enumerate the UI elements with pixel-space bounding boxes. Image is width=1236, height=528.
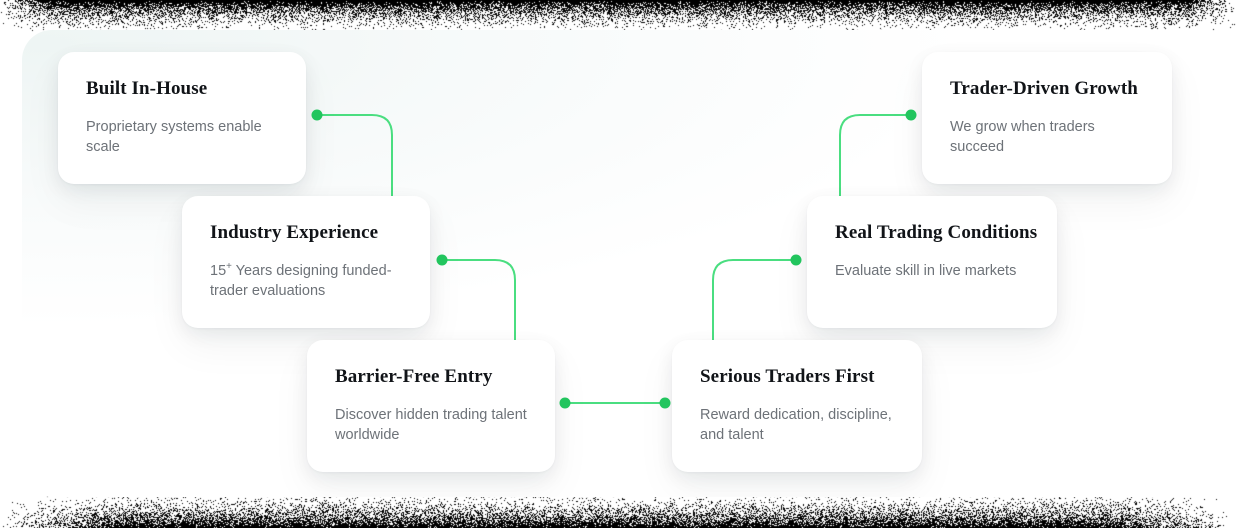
card-barrier-free-entry[interactable]: Barrier-Free Entry Discover hidden tradi… bbox=[307, 340, 555, 472]
connector-industry-experience-to-barrier-free-entry bbox=[441, 259, 516, 376]
years-plus-sign: + bbox=[226, 260, 232, 272]
card-title-trader-driven-growth: Trader-Driven Growth bbox=[950, 78, 1138, 99]
card-title-barrier-free-entry: Barrier-Free Entry bbox=[335, 366, 493, 387]
card-description-real-trading-conditions: Evaluate skill in live markets bbox=[835, 262, 1017, 279]
card-title-industry-experience: Industry Experience bbox=[210, 222, 379, 243]
card-title-real-trading-conditions: Real Trading Conditions bbox=[835, 222, 1038, 243]
card-description-industry-experience: 15+ Years designing funded-trader evalua… bbox=[210, 261, 402, 301]
connector-layer bbox=[316, 114, 912, 404]
card-industry-experience[interactable]: Industry Experience 15+ Years designing … bbox=[182, 196, 430, 328]
card-serious-traders-first[interactable]: Serious Traders First Reward dedication,… bbox=[672, 340, 922, 472]
card-description-trader-driven-growth: We grow when traders succeed bbox=[950, 118, 1095, 155]
connector-trader-driven-growth-to-real-trading-conditions bbox=[839, 114, 912, 231]
card-trader-driven-growth[interactable]: Trader-Driven Growth We grow when trader… bbox=[922, 52, 1172, 184]
card-description-barrier-free-entry: Discover hidden trading talent worldwide bbox=[335, 406, 527, 443]
years-count: 15 bbox=[210, 262, 227, 279]
card-description-built-in-house: Proprietary systems enable scale bbox=[86, 118, 262, 155]
connector-built-in-house-to-industry-experience bbox=[316, 114, 393, 231]
card-built-in-house[interactable]: Built In-House Proprietary systems enabl… bbox=[58, 52, 306, 184]
card-title-built-in-house: Built In-House bbox=[86, 78, 208, 99]
diagram-stage: Built In-House Proprietary systems enabl… bbox=[22, 30, 1215, 497]
card-title-serious-traders-first: Serious Traders First bbox=[700, 366, 875, 387]
connector-real-trading-conditions-to-serious-traders-first bbox=[712, 259, 797, 376]
years-suffix: Years designing funded-trader evaluation… bbox=[210, 262, 392, 299]
top-noise-band bbox=[0, 0, 1236, 34]
card-real-trading-conditions[interactable]: Real Trading Conditions Evaluate skill i… bbox=[807, 196, 1057, 328]
card-description-serious-traders-first: Reward dedication, discipline, and talen… bbox=[700, 406, 892, 443]
